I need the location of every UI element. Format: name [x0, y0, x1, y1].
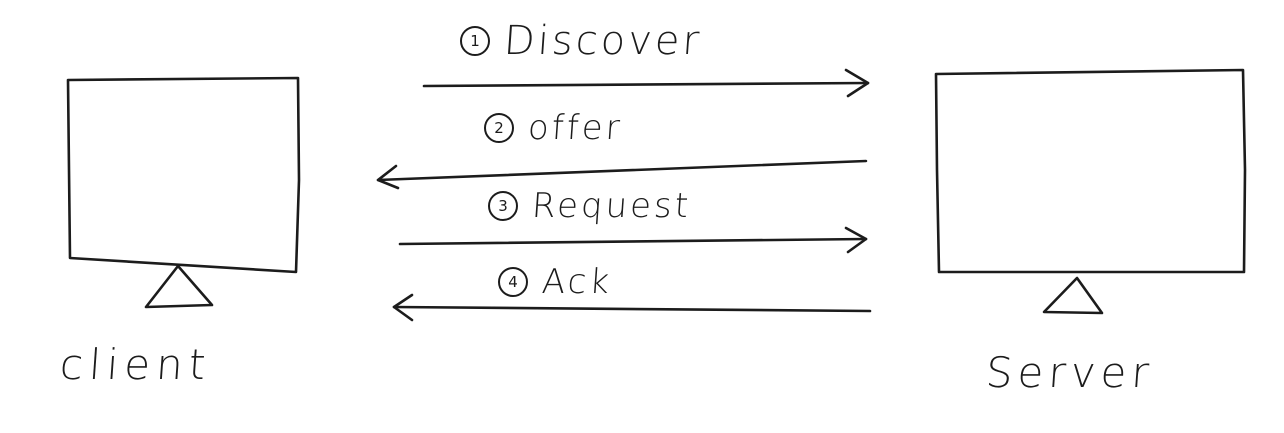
- server-stand: [1042, 276, 1104, 315]
- arrow-discover: [422, 68, 870, 98]
- message-ack: 4 Ack: [498, 262, 614, 302]
- message-label: Ack: [540, 262, 614, 302]
- message-number: 3: [488, 191, 518, 221]
- message-number: 2: [484, 113, 514, 143]
- message-label: offer: [526, 108, 625, 148]
- message-discover: 1 Discover: [460, 18, 704, 64]
- client-label: client: [58, 340, 214, 389]
- server-label: Server: [984, 348, 1156, 397]
- arrow-ack: [392, 293, 872, 322]
- message-label: Request: [530, 186, 693, 226]
- arrow-offer: [376, 159, 868, 190]
- client-stand: [144, 264, 214, 309]
- message-offer: 2 offer: [484, 108, 625, 148]
- client-monitor: [66, 76, 301, 309]
- message-request: 3 Request: [488, 186, 693, 226]
- message-number: 4: [498, 267, 528, 297]
- arrow-request: [398, 226, 868, 254]
- message-label: Discover: [502, 18, 704, 64]
- server-monitor: [934, 68, 1247, 315]
- client-screen: [66, 76, 301, 274]
- server-screen: [934, 68, 1247, 274]
- message-number: 1: [460, 26, 490, 56]
